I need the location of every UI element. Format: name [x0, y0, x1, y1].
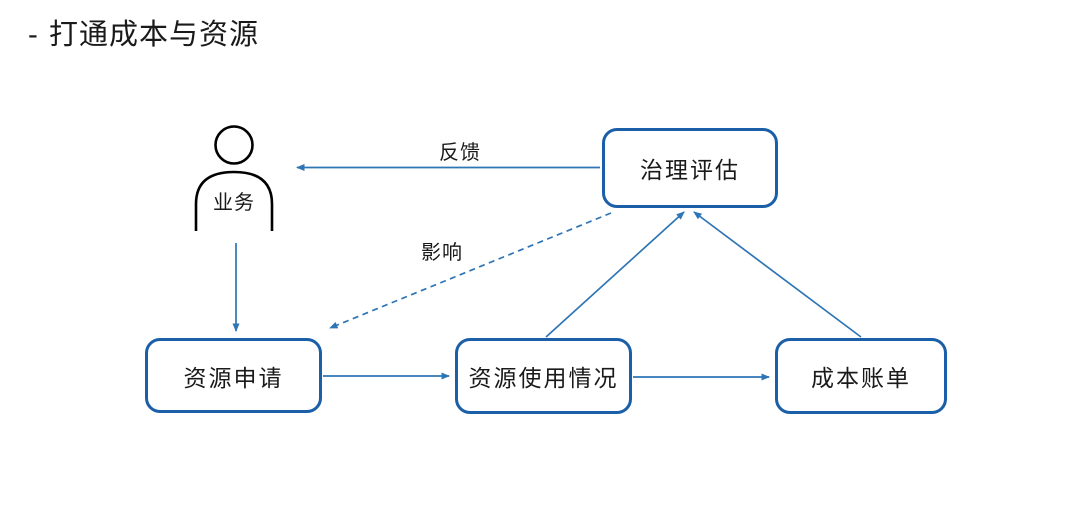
node-governance-evaluation: 治理评估: [602, 128, 778, 208]
page-title: - 打通成本与资源: [28, 17, 260, 51]
node-resource-usage: 资源使用情况: [455, 338, 632, 414]
edge-label-feedback: 反馈: [439, 140, 481, 164]
person-outline-icon: [194, 125, 274, 231]
edge-usage-to-govern-arrow: [545, 211, 685, 338]
actor-label: 业务: [213, 190, 255, 214]
edge-cost-to-govern-arrow: [693, 211, 862, 338]
node-cost-bill: 成本账单: [775, 338, 947, 414]
edge-influence-dashed-arrow: [329, 212, 612, 329]
edge-label-influence: 影响: [421, 240, 463, 264]
node-resource-application: 资源申请: [145, 338, 322, 413]
